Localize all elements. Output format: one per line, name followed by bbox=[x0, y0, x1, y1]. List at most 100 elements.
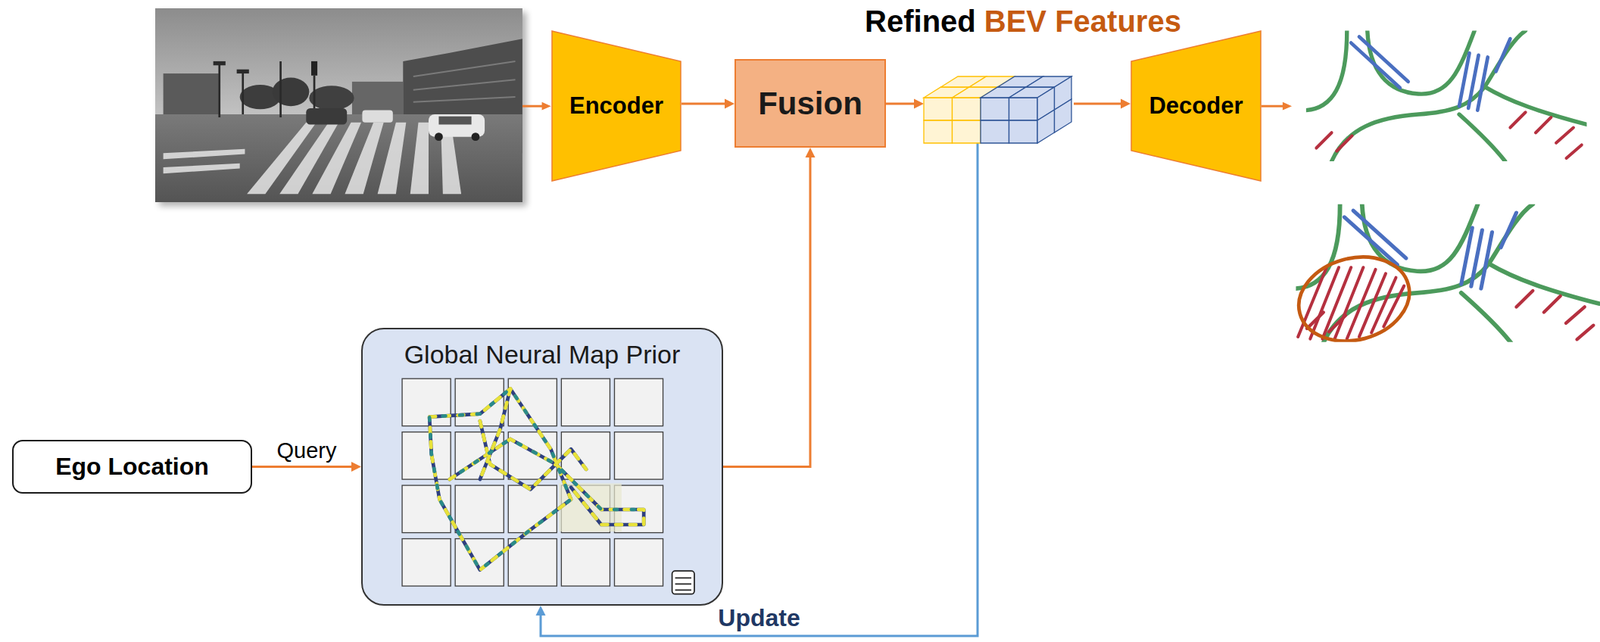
map-output-bottom bbox=[1295, 204, 1599, 343]
rect-shape bbox=[163, 73, 220, 120]
rect-shape bbox=[561, 378, 610, 426]
ego-location-box: Ego Location bbox=[12, 439, 253, 494]
street-photo bbox=[155, 8, 528, 207]
rect-shape bbox=[561, 539, 610, 587]
cube-cell bbox=[1054, 99, 1073, 133]
connector-line bbox=[723, 155, 811, 468]
connector bbox=[252, 461, 362, 472]
connector bbox=[536, 143, 979, 637]
rect-shape bbox=[614, 539, 663, 587]
path-shape bbox=[429, 388, 571, 570]
trapezoid-outline bbox=[1131, 31, 1261, 181]
connector bbox=[1073, 99, 1131, 110]
rect-shape bbox=[237, 69, 250, 74]
g-shape bbox=[429, 388, 644, 570]
feature-cube-shape bbox=[923, 76, 1074, 144]
path-shape bbox=[413, 61, 516, 103]
ellipse-shape bbox=[308, 85, 354, 110]
connector-line bbox=[540, 143, 978, 637]
rect-shape bbox=[311, 61, 318, 76]
rect-shape bbox=[561, 432, 610, 480]
polygon-shape bbox=[377, 122, 407, 194]
path-shape bbox=[480, 388, 511, 480]
g-shape bbox=[429, 388, 644, 570]
fusion-box: Fusion bbox=[734, 59, 886, 148]
arrow-head bbox=[536, 605, 546, 616]
polygon-shape bbox=[163, 149, 246, 160]
cube-cell bbox=[952, 120, 982, 144]
ellipse-shape bbox=[272, 77, 310, 107]
path-shape bbox=[279, 61, 282, 118]
rect-shape bbox=[213, 61, 226, 66]
g-shape bbox=[219, 61, 315, 118]
circle-shape bbox=[434, 132, 443, 141]
heading-text: BEV Features bbox=[984, 4, 1182, 39]
g-shape bbox=[429, 388, 644, 570]
polygon-shape bbox=[155, 114, 523, 203]
path-shape bbox=[522, 105, 543, 108]
arrow-head bbox=[1120, 99, 1131, 110]
path-shape bbox=[241, 71, 244, 115]
rect-shape bbox=[508, 485, 557, 533]
node-label: Encoder bbox=[569, 92, 664, 120]
feature-heading: RefinedBEV Features bbox=[864, 4, 1182, 39]
cube-cell bbox=[1009, 120, 1039, 144]
path-shape bbox=[1309, 267, 1339, 339]
polygon-shape bbox=[163, 163, 241, 174]
path-shape bbox=[1261, 105, 1285, 108]
connector-line bbox=[681, 102, 727, 106]
arrow-head bbox=[351, 461, 362, 472]
connector bbox=[885, 99, 924, 110]
cube-cell bbox=[923, 120, 953, 144]
heading-text: Refined bbox=[864, 4, 977, 39]
ellipse-shape bbox=[1295, 245, 1419, 343]
path-shape bbox=[1383, 285, 1404, 327]
rect-shape bbox=[508, 539, 557, 587]
use-shape bbox=[1306, 30, 1588, 162]
arrow-head bbox=[805, 147, 816, 158]
arrow-head bbox=[724, 99, 735, 110]
g-shape bbox=[163, 122, 462, 194]
node-label: Decoder bbox=[1148, 92, 1243, 120]
rect-shape bbox=[614, 378, 663, 426]
path-shape bbox=[449, 439, 644, 525]
rect-shape bbox=[455, 539, 504, 587]
rect-shape bbox=[455, 485, 504, 533]
connector-line bbox=[885, 102, 916, 106]
cube-cell bbox=[980, 120, 1010, 144]
connector-line bbox=[1073, 102, 1123, 106]
rect-shape bbox=[402, 432, 451, 480]
edge-label: Update bbox=[714, 604, 803, 633]
arrow-head bbox=[913, 99, 924, 110]
rect-shape bbox=[438, 116, 471, 125]
node-label: Global Neural Map Prior bbox=[404, 339, 681, 370]
cube-cell bbox=[923, 97, 953, 121]
g-shape bbox=[402, 378, 663, 587]
encoder-block: Encoder bbox=[551, 30, 682, 182]
rect-shape bbox=[361, 110, 393, 123]
node-label: Fusion bbox=[757, 85, 863, 122]
rect-shape bbox=[672, 570, 695, 595]
path-shape bbox=[675, 577, 692, 590]
g-shape bbox=[672, 570, 695, 595]
bev-feature-cube: RefinedBEV Features bbox=[923, 76, 1074, 144]
cube-cell bbox=[1037, 109, 1055, 144]
rect-shape bbox=[402, 378, 451, 426]
global-map-prior-panel: Global Neural Map Prior bbox=[361, 327, 724, 606]
use-shape bbox=[1295, 204, 1599, 343]
cube-cell bbox=[980, 97, 1010, 121]
decoder-block: Decoder bbox=[1130, 30, 1262, 182]
edge-label: Query bbox=[274, 438, 340, 464]
map-prior-grid bbox=[362, 329, 722, 605]
rect-shape bbox=[155, 8, 523, 203]
path-shape bbox=[480, 421, 587, 490]
connector-line bbox=[252, 465, 353, 468]
cube-cell bbox=[952, 97, 982, 121]
path-shape bbox=[313, 75, 316, 113]
path-shape bbox=[218, 63, 221, 118]
g-shape bbox=[429, 388, 644, 570]
connector bbox=[723, 147, 816, 468]
rect-shape bbox=[305, 108, 347, 125]
path-shape bbox=[449, 439, 644, 525]
